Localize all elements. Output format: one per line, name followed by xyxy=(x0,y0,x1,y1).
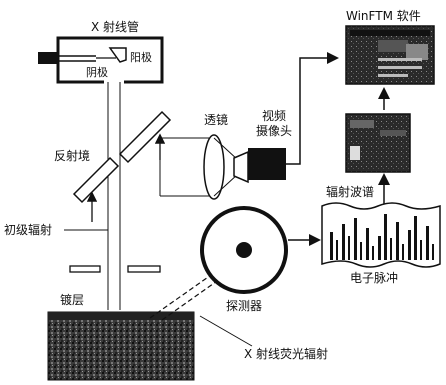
lens-label: 透镜 xyxy=(204,112,228,127)
electronic-pulse-label: 电子脉冲 xyxy=(350,270,398,285)
mirror-lower xyxy=(74,158,118,202)
xray-tube-label: X 射线管 xyxy=(91,19,139,34)
video-camera-label-line1: 视频 xyxy=(262,108,286,123)
cathode-filament-icon xyxy=(38,52,58,64)
pulse-spectrum-panel xyxy=(322,203,440,267)
coating-label: 镀层 xyxy=(60,293,84,307)
spectrum-screen xyxy=(346,114,410,172)
camera-to-software-arrow xyxy=(286,58,336,164)
fluorescence-leader xyxy=(200,316,252,346)
mirror-label: 反射境 xyxy=(54,148,90,163)
software-screen xyxy=(346,26,434,84)
software-label: WinFTM 软件 xyxy=(346,9,421,23)
radiation-spectrum-label: 辐射波谱 xyxy=(326,184,374,199)
sample-coating xyxy=(48,312,194,380)
detector-label: 探测器 xyxy=(226,299,262,313)
detector-icon xyxy=(202,208,286,292)
primary-radiation-label: 初级辐射 xyxy=(4,222,52,237)
anode-label: 阳极 xyxy=(130,50,152,64)
cathode-label: 阴极 xyxy=(86,65,108,79)
xray-fluorescence-label: X 射线荧光辐射 xyxy=(244,346,328,361)
video-camera-label-line2: 摄像头 xyxy=(256,123,292,138)
video-camera-icon xyxy=(234,148,286,182)
collimator-left xyxy=(70,266,100,272)
mirror-upper xyxy=(120,112,170,162)
collimator-right xyxy=(128,266,160,272)
